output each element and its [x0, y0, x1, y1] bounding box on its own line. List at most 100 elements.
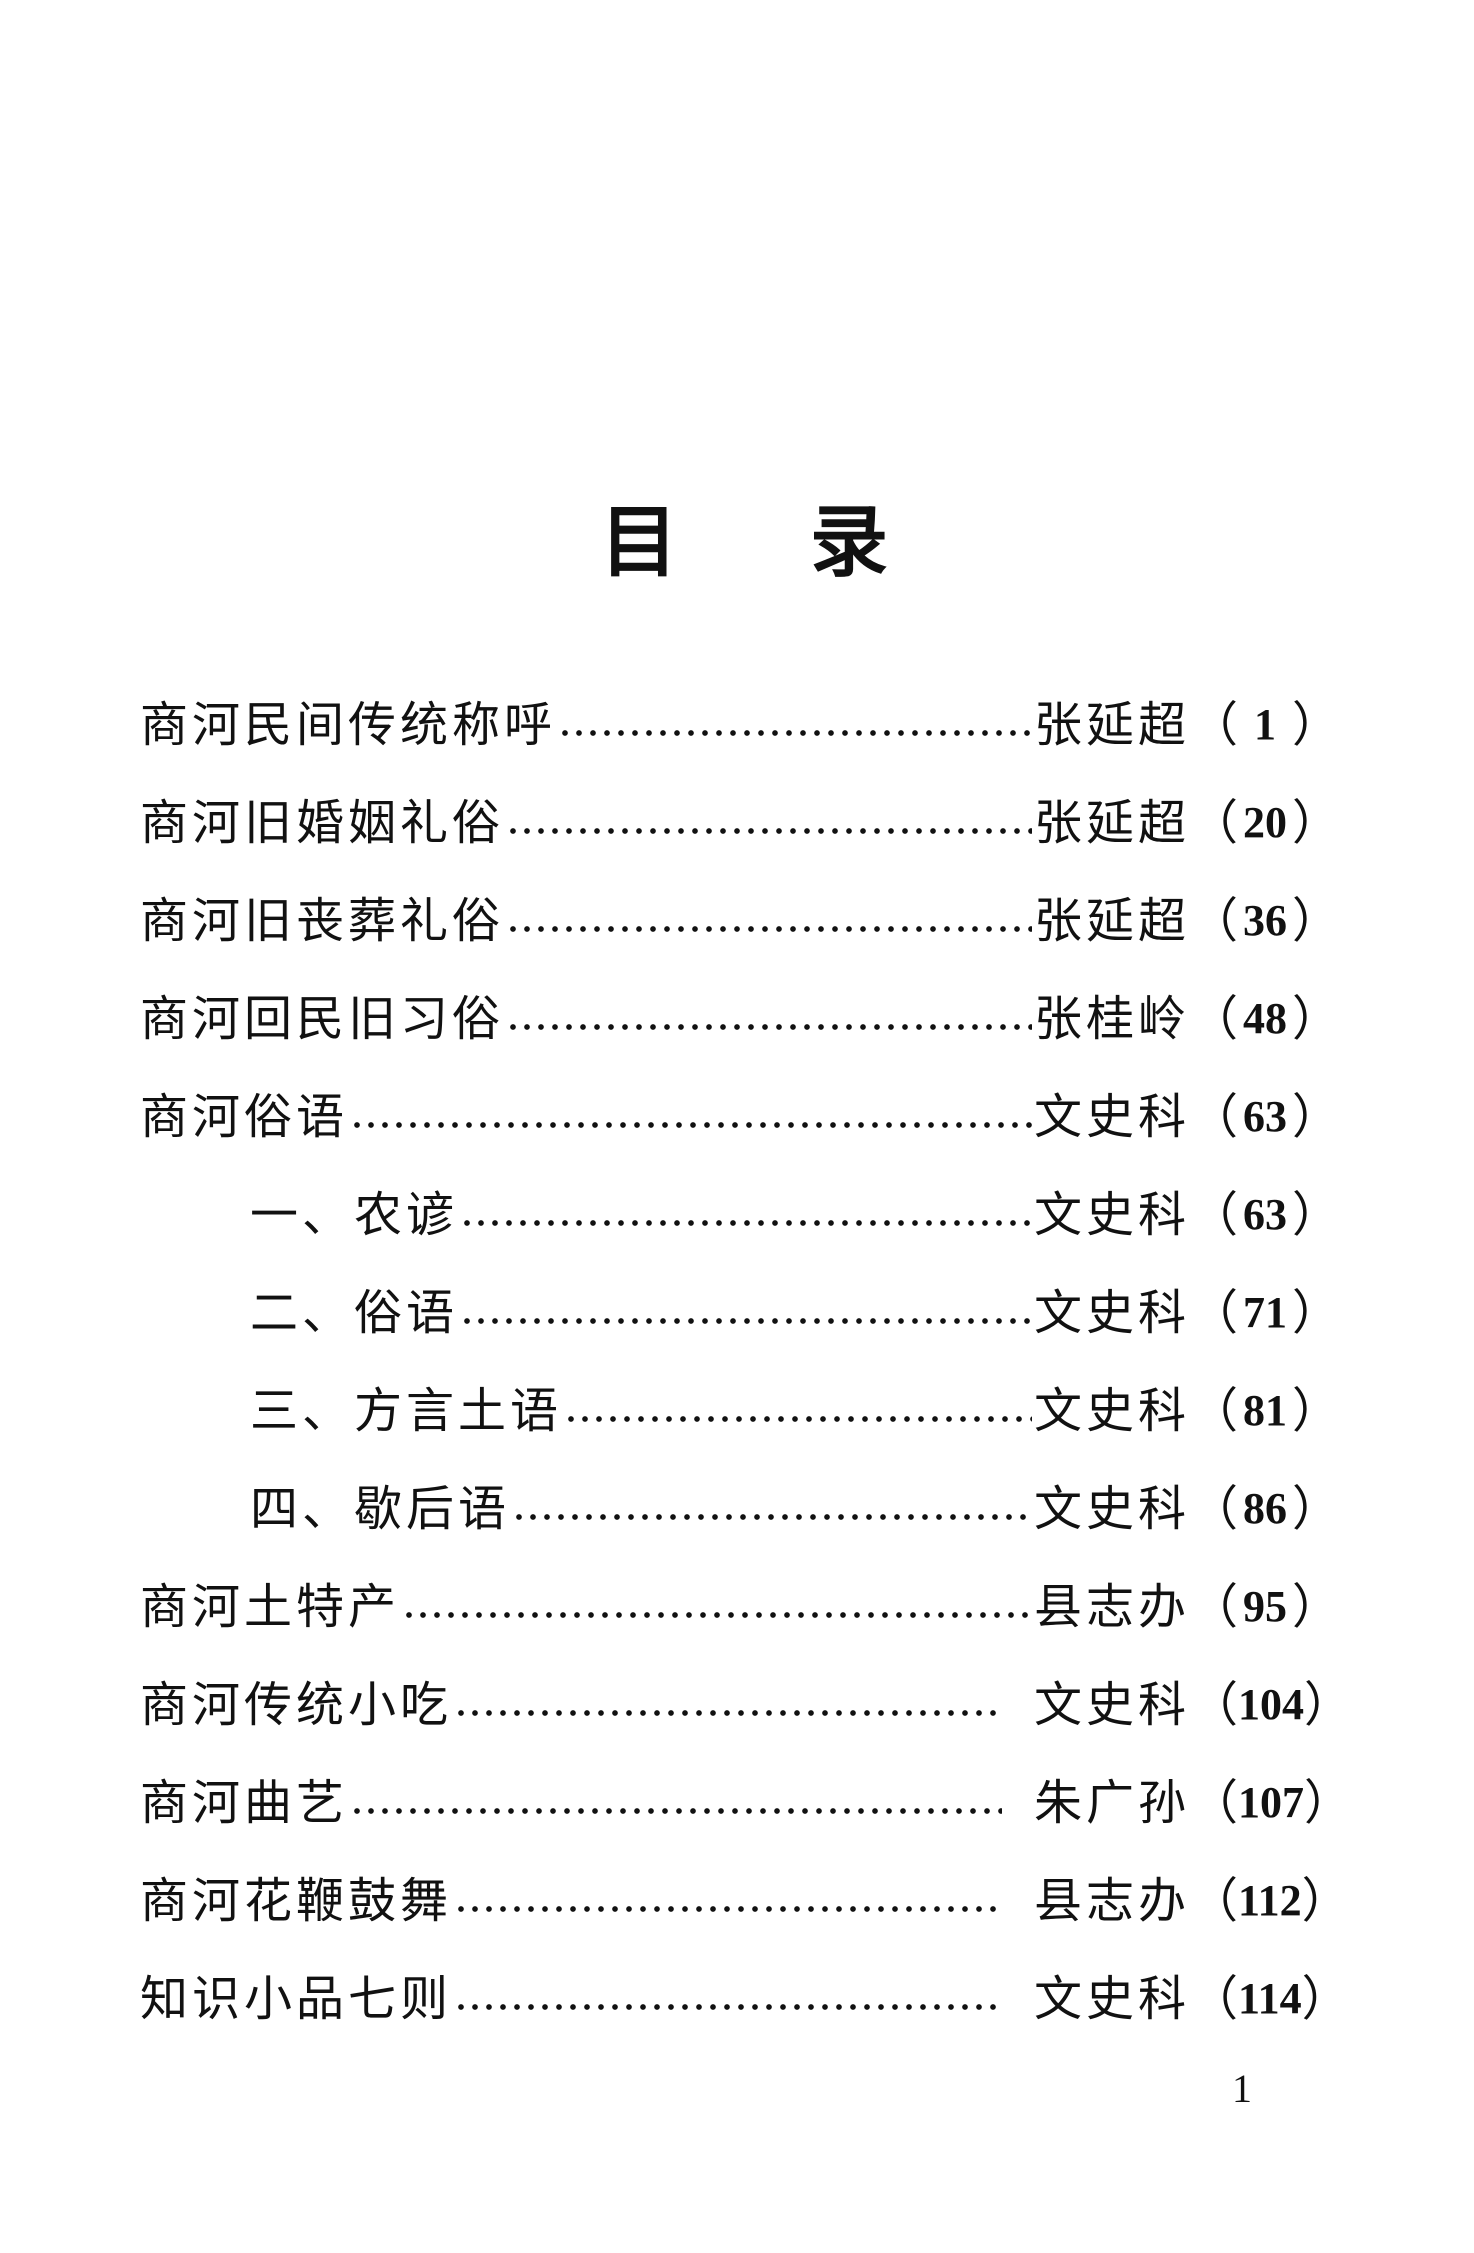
entry-title: 商河土特产 [140, 1579, 401, 1635]
toc-entry[interactable]: 商河旧婚姻礼俗张延超（20） [140, 793, 1340, 853]
toc-entry[interactable]: 四、歇后语文史科（86） [250, 1479, 1340, 1539]
page-value: 81 [1243, 1386, 1287, 1435]
toc-entry[interactable]: 商河曲艺 朱广孙（107） [140, 1773, 1352, 1833]
paren-open: （ [1190, 795, 1239, 851]
paren-close: ） [1304, 1677, 1353, 1733]
entry-author: 文史科 [1033, 1187, 1190, 1243]
paren-close: ） [1291, 1383, 1340, 1439]
page-value: 107 [1238, 1778, 1305, 1827]
entry-author: 文史科 [1033, 1971, 1190, 2027]
page-value: 71 [1243, 1288, 1287, 1337]
entry-title: 商河回民旧习俗 [140, 991, 505, 1047]
entry-author: 张延超 [1033, 893, 1190, 949]
page-number: 1 [1232, 2066, 1252, 2111]
entry-author: 张延超 [1033, 795, 1190, 851]
page-value: 112 [1238, 1876, 1302, 1925]
title-char: 目 [600, 497, 679, 588]
paren-close: ） [1291, 1187, 1340, 1243]
entry-author: 文史科 [1033, 1481, 1190, 1537]
paren-close: ） [1291, 1089, 1340, 1145]
dot-leader [454, 1708, 1002, 1718]
page-value: 114 [1238, 1974, 1302, 2023]
paren-open: （ [1190, 1677, 1239, 1733]
entry-page: （ 1 ） [1190, 695, 1340, 755]
entry-author: 朱广孙 [1033, 1775, 1190, 1831]
page-value: 86 [1243, 1484, 1287, 1533]
paren-open: （ [1190, 1971, 1239, 2027]
paren-close: ） [1291, 697, 1340, 753]
paren-open: （ [1190, 697, 1239, 753]
dot-leader [350, 1806, 1002, 1816]
toc-entry[interactable]: 商河花鞭鼓舞 县志办（112） [140, 1871, 1350, 1931]
entry-title: 二、俗语 [250, 1285, 459, 1341]
dot-leader [454, 2002, 1002, 2012]
paren-close: ） [1291, 1285, 1340, 1341]
entry-page: （104） [1190, 1675, 1352, 1735]
paren-open: （ [1190, 991, 1239, 1047]
dot-leader [350, 1120, 1032, 1130]
toc-entry[interactable]: 商河俗语 文史科（63） [140, 1087, 1340, 1147]
entry-title: 商河俗语 [140, 1089, 349, 1145]
paren-open: （ [1190, 1089, 1239, 1145]
entry-author: 文史科 [1033, 1285, 1190, 1341]
dot-leader [506, 826, 1032, 836]
entry-page: （36） [1190, 891, 1340, 951]
toc-entry[interactable]: 商河土特产 县志办（95） [140, 1577, 1340, 1637]
dot-leader [454, 1904, 1002, 1914]
entry-author: 张延超 [1033, 697, 1190, 753]
toc-entry[interactable]: 一、农谚 文史科（63） [250, 1185, 1340, 1245]
page-value: 63 [1243, 1092, 1287, 1141]
entry-page: （112） [1190, 1871, 1350, 1931]
page-value: 1 [1254, 700, 1276, 749]
paren-close: ） [1291, 991, 1340, 1047]
paren-open: （ [1190, 1187, 1239, 1243]
paren-close: ） [1291, 1481, 1340, 1537]
paren-open: （ [1190, 1383, 1239, 1439]
paren-open: （ [1190, 1775, 1239, 1831]
title-char: 录 [810, 497, 889, 588]
page-value: 95 [1243, 1582, 1287, 1631]
entry-title: 一、农谚 [250, 1187, 459, 1243]
entry-author: 文史科 [1033, 1677, 1190, 1733]
entry-author: 文史科 [1033, 1383, 1190, 1439]
entry-page: （107） [1190, 1773, 1352, 1833]
paren-open: （ [1190, 1579, 1239, 1635]
toc-entry[interactable]: 二、俗语 文史科（71） [250, 1283, 1340, 1343]
entry-author: 文史科 [1033, 1089, 1190, 1145]
entry-page: （63） [1190, 1087, 1340, 1147]
entry-page: （81） [1190, 1381, 1340, 1441]
paren-close: ） [1291, 1579, 1340, 1635]
page-value: 48 [1243, 994, 1287, 1043]
paren-close: ） [1291, 893, 1340, 949]
dot-leader [506, 924, 1032, 934]
toc-entry[interactable]: 商河传统小吃文史科（104） [140, 1675, 1352, 1735]
page-value: 104 [1238, 1680, 1305, 1729]
toc-entry[interactable]: 商河回民旧习俗 张桂岭（48） [140, 989, 1340, 1049]
paren-close: ） [1301, 1971, 1350, 2027]
dot-leader [460, 1218, 1032, 1228]
page-title: 目 录 [0, 480, 1474, 588]
paren-open: （ [1190, 1285, 1239, 1341]
page-value: 63 [1243, 1190, 1287, 1239]
entry-author: 县志办 [1033, 1873, 1190, 1929]
entry-page: （48） [1190, 989, 1340, 1049]
paren-close: ） [1304, 1775, 1353, 1831]
paren-close: ） [1301, 1873, 1350, 1929]
toc-entry[interactable]: 三、方言土语文史科（81） [250, 1381, 1340, 1441]
entry-author: 张桂岭 [1033, 991, 1190, 1047]
toc-entry[interactable]: 商河民间传统称呼张延超（1） [140, 695, 1340, 755]
toc-entry[interactable]: 商河旧丧葬礼俗张延超（36） [140, 891, 1340, 951]
entry-title: 知识小品七则 [140, 1971, 453, 2027]
paren-open: （ [1190, 893, 1239, 949]
page-value: 20 [1243, 798, 1287, 847]
toc-entry[interactable]: 知识小品七则 文史科（114） [140, 1969, 1350, 2029]
entry-page: （114） [1190, 1969, 1350, 2029]
entry-page: （63） [1190, 1185, 1340, 1245]
entry-page: （86） [1190, 1479, 1340, 1539]
entry-title: 商河花鞭鼓舞 [140, 1873, 453, 1929]
entry-author: 县志办 [1033, 1579, 1190, 1635]
entry-title: 商河曲艺 [140, 1775, 349, 1831]
dot-leader [564, 1414, 1032, 1424]
entry-page: （71） [1190, 1283, 1340, 1343]
dot-leader [558, 728, 1032, 738]
